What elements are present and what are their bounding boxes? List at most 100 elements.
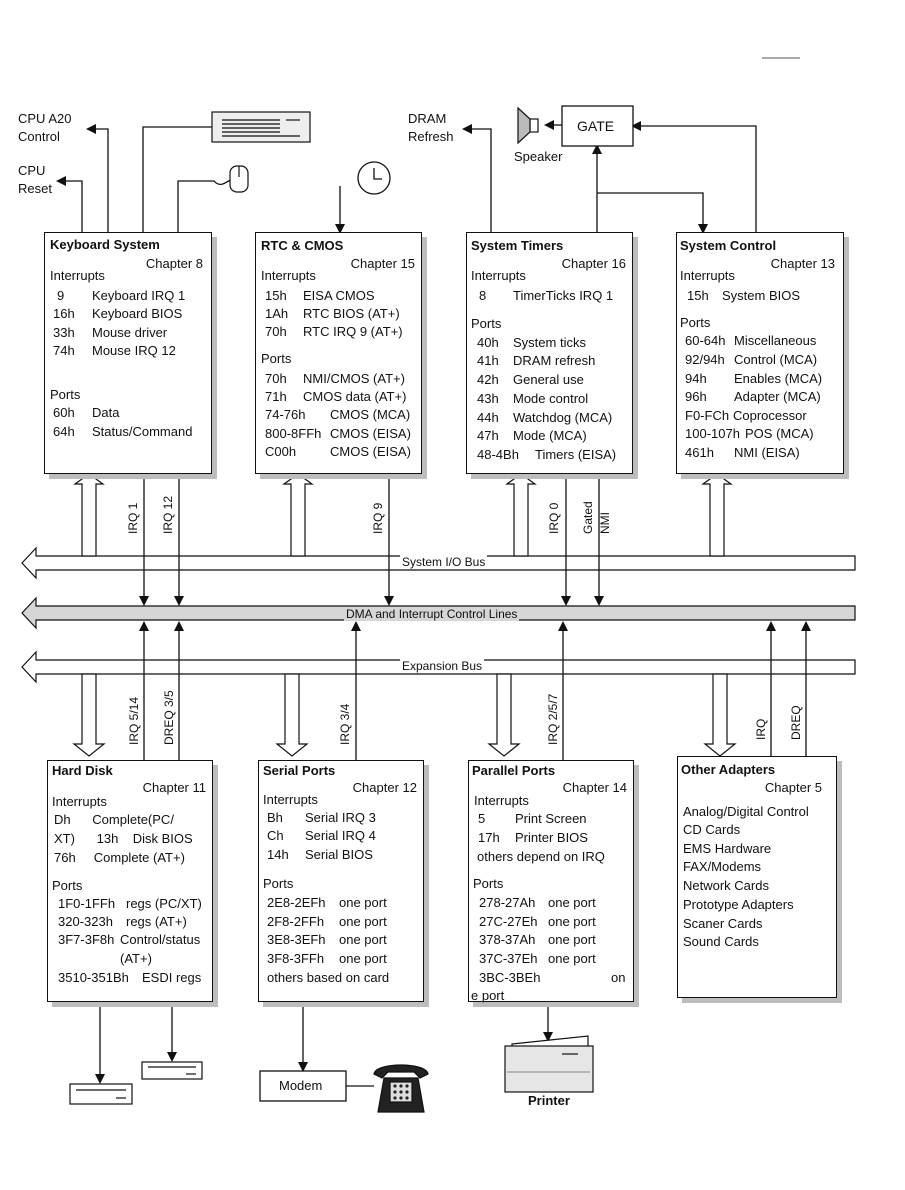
port-desc: Watchdog (MCA)	[513, 410, 613, 425]
box-title: RTC & CMOS	[261, 238, 344, 253]
serial-bus-connector	[275, 673, 309, 757]
interrupt-desc: Mouse IRQ 12	[92, 343, 176, 358]
port-code: 41h	[477, 353, 499, 368]
interrupt-code: 1Ah	[265, 306, 289, 321]
interrupt-code: 5	[478, 811, 486, 826]
chapter-ref: Chapter 11	[142, 780, 206, 795]
irq1-label: IRQ 1	[126, 502, 140, 534]
interrupt-line: XT) 13h Disk BIOS	[54, 831, 193, 846]
cpu-a20-label: CPU A20 Control	[18, 110, 71, 146]
port-desc: one port	[339, 951, 387, 966]
irq5-14-label: IRQ 5/14	[127, 696, 141, 745]
port-code: 47h	[477, 428, 499, 443]
port-desc: CMOS (EISA)	[330, 426, 411, 441]
port-code: 3BC-3BEh	[479, 970, 541, 985]
dram-refresh-label: DRAM Refresh	[408, 110, 454, 146]
port-desc: one port	[548, 932, 596, 947]
cpu-reset-line1: CPU	[18, 163, 46, 178]
chapter-ref: Chapter 12	[352, 780, 417, 795]
parallel-ports-box: Parallel Ports Chapter 14 Interrupts 5 P…	[468, 760, 634, 1003]
adapter-item: Sound Cards	[683, 934, 759, 949]
chapter-ref: Chapter 16	[561, 256, 626, 271]
port-desc: System ticks	[513, 335, 586, 350]
interrupts-heading: Interrupts	[680, 268, 735, 283]
port-code: 1F0-1FFh	[58, 896, 116, 911]
interrupt-desc: RTC IRQ 9 (AT+)	[303, 324, 403, 339]
speaker-label: Speaker	[514, 149, 563, 164]
dram-refresh-line1: DRAM	[408, 111, 447, 126]
port-code: 43h	[477, 391, 499, 406]
port-desc: one port	[548, 895, 596, 910]
port-code: 320-323h	[58, 914, 113, 929]
port-code: 42h	[477, 372, 499, 387]
port-code: 71h	[265, 389, 287, 404]
port-desc: Status/Command	[92, 424, 193, 439]
port-desc: Control/status	[120, 932, 201, 947]
port-code: 96h	[685, 389, 707, 404]
box-title: Other Adapters	[681, 762, 776, 777]
interrupts-heading: Interrupts	[50, 268, 105, 283]
serial-ports-box: Serial Ports Chapter 12 Interrupts Bh Se…	[258, 760, 424, 1002]
interrupt-code: 74h	[53, 343, 75, 358]
ports-heading: Ports	[471, 316, 502, 331]
port-code: 70h	[265, 371, 287, 386]
interrupt-code: Ch	[267, 828, 284, 843]
interrupt-code: 33h	[53, 325, 75, 340]
ports-heading: Ports	[263, 876, 294, 891]
port-code: 278-27Ah	[479, 895, 536, 910]
gated-label: Gated	[581, 501, 595, 534]
port-code: 800-8FFh	[265, 426, 322, 441]
box-title: Hard Disk	[52, 763, 113, 778]
port-code: 3F7-3F8h	[58, 932, 115, 947]
irq3-4-label: IRQ 3/4	[338, 703, 352, 745]
port-code: F0-FCh	[685, 408, 730, 423]
cpu-reset-label: CPU Reset	[18, 162, 52, 198]
port-desc: Timers (EISA)	[535, 447, 617, 462]
system-io-bus-label: System I/O Bus	[400, 555, 488, 569]
port-desc: Mode (MCA)	[513, 428, 587, 443]
interrupt-desc: TimerTicks IRQ 1	[513, 288, 614, 303]
interrupts-heading: Interrupts	[52, 794, 107, 809]
port-desc: one port	[339, 895, 387, 910]
interrupt-line: 76h Complete (AT+)	[54, 850, 185, 865]
system-timers-box: System Timers Chapter 16 Interrupts 8 Ti…	[466, 232, 633, 474]
port-desc: regs (AT+)	[126, 914, 187, 929]
port-code: 3F8-3FFh	[267, 951, 325, 966]
port-code: 3510-351Bh	[58, 970, 129, 985]
interrupt-line: Dh Complete(PC/	[54, 812, 174, 827]
port-desc: regs (PC/XT)	[126, 896, 202, 911]
speaker-icon	[517, 106, 539, 145]
port-code: 60-64h	[685, 333, 726, 348]
port-desc: one port	[339, 932, 387, 947]
interrupt-code: 70h	[265, 324, 287, 339]
interrupts-heading: Interrupts	[263, 792, 318, 807]
port-code: 40h	[477, 335, 499, 350]
system-control-box: System Control Chapter 13 Interrupts 15h…	[676, 232, 844, 474]
port-code: 48-4Bh	[477, 447, 519, 462]
box-title: Serial Ports	[263, 763, 336, 778]
port-desc: CMOS (MCA)	[330, 407, 411, 422]
dreq3-5-label: DREQ 3/5	[162, 690, 176, 745]
port-code: 92/94h	[685, 352, 725, 367]
port-code: 94h	[685, 371, 707, 386]
interrupt-desc: Keyboard BIOS	[92, 306, 183, 321]
port-code: 64h	[53, 424, 75, 439]
interrupt-desc: Print Screen	[515, 811, 587, 826]
harddisk-bus-connector	[72, 673, 106, 757]
keyboard-cable	[142, 126, 212, 232]
port-desc: Miscellaneous	[734, 333, 817, 348]
box-title: System Control	[680, 238, 777, 253]
port-code: 100-107h	[685, 426, 740, 441]
keyboard-bus-connector	[73, 473, 105, 557]
port-code: 378-37Ah	[479, 932, 536, 947]
clock-icon	[357, 161, 391, 195]
port-desc: DRAM refresh	[513, 353, 596, 368]
dram-refresh-line2: Refresh	[408, 129, 454, 144]
port-desc: Control (MCA)	[734, 352, 818, 367]
port-code: 60h	[53, 405, 75, 420]
ports-footer: others based on card	[267, 970, 390, 985]
port-desc: one port	[548, 914, 596, 929]
port-code: 461h	[685, 445, 714, 460]
chapter-ref: Chapter 8	[145, 256, 203, 271]
